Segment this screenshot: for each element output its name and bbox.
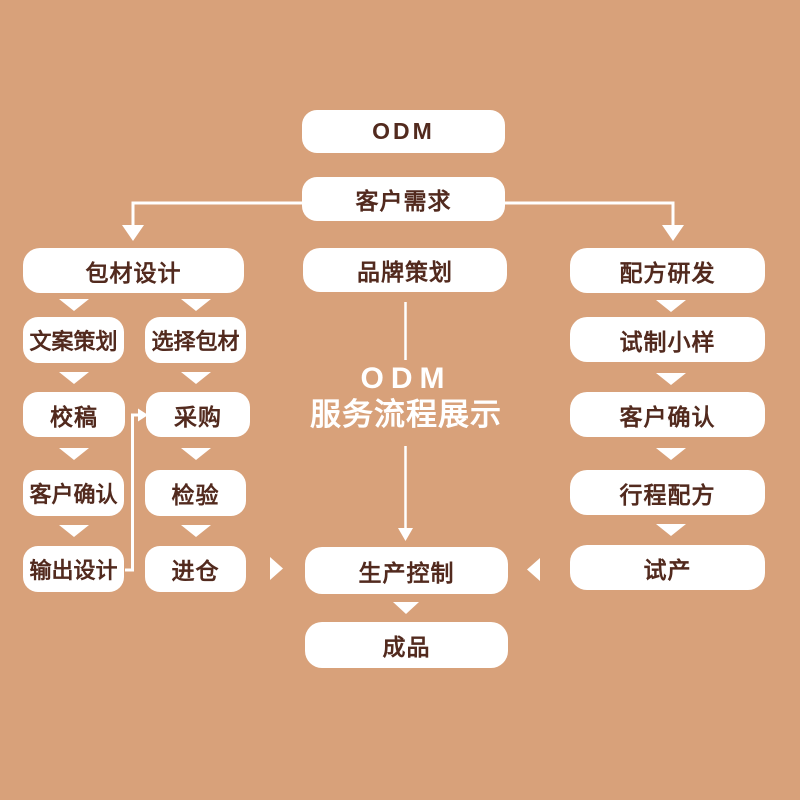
flow-arrow-down-icon [59,448,89,460]
arrow-down-icon [122,225,144,241]
flow-arrow-down-icon [656,300,686,312]
arrow-customer-needs-to-formula-rd [505,201,684,241]
arrow-down-icon [662,225,684,241]
node-customer-confirm-left: 客户确认 [23,470,124,516]
flow-arrow-down-icon [59,299,89,311]
diagram-title-line1: ODM [360,362,452,395]
node-procurement: 采购 [146,392,250,437]
node-odm: ODM [302,110,505,153]
node-warehousing: 进仓 [145,546,246,592]
flow-arrow-down-icon [181,448,211,460]
arrow-down-icon [398,528,413,541]
node-packaging-design: 包材设计 [23,248,244,293]
node-formula-rd: 配方研发 [570,248,765,293]
arrow-title-to-production-control [398,446,413,541]
diagram-title: ODM 服务流程展示 [280,362,532,434]
flow-arrow-down-icon [59,525,89,537]
node-customer-needs: 客户需求 [302,177,505,221]
flow-arrow-down-icon [656,373,686,385]
node-select-packaging: 选择包材 [145,317,246,363]
arrow-output-design-to-procurement [125,408,148,572]
node-production-control: 生产控制 [305,547,508,594]
diagram-title-line2: 服务流程展示 [310,397,502,432]
flow-arrow-down-icon [59,372,89,384]
flow-arrow-down-icon [656,524,686,536]
flow-arrow-down-icon [181,299,211,311]
node-schedule-formula: 行程配方 [570,470,765,515]
arrow-right-icon [138,408,148,422]
node-brand-planning: 品牌策划 [303,248,507,292]
node-proofreading: 校稿 [23,392,125,437]
arrow-customer-needs-to-packaging-design [122,201,302,241]
flow-arrow-right-icon [270,557,283,580]
flow-arrow-down-icon [393,602,419,614]
flow-arrow-down-icon [181,372,211,384]
node-copywriting: 文案策划 [23,317,124,363]
node-finished-product: 成品 [305,622,508,668]
node-trial-sample: 试制小样 [570,317,765,362]
node-output-design: 输出设计 [23,546,124,592]
flow-arrow-down-icon [656,448,686,460]
node-inspection: 检验 [145,470,246,516]
node-trial-production: 试产 [570,545,765,590]
flow-arrow-down-icon [181,525,211,537]
node-customer-confirm-right: 客户确认 [570,392,765,437]
flow-arrow-left-icon [527,558,540,581]
